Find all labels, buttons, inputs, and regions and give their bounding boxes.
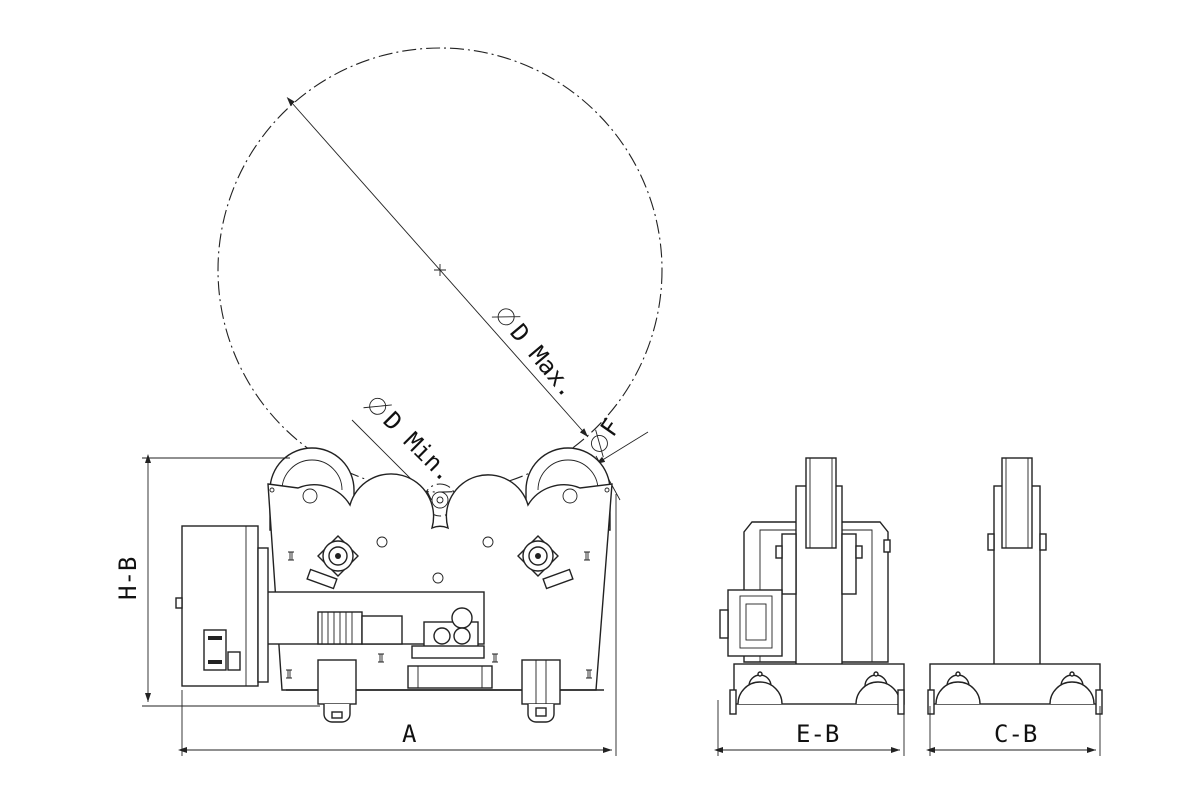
c-b-text: C-B bbox=[994, 720, 1037, 748]
d-max-text: D Max. bbox=[504, 319, 581, 403]
gearbox-side bbox=[727, 589, 783, 657]
f-label: F bbox=[590, 414, 626, 458]
reducer bbox=[361, 615, 403, 645]
a-text: A bbox=[402, 720, 417, 748]
side-view-drive bbox=[719, 457, 905, 715]
left-caster bbox=[317, 659, 357, 723]
diameter-symbol-icon bbox=[363, 397, 392, 415]
front-view bbox=[175, 447, 613, 723]
c-b-dimension: C-B bbox=[926, 706, 1101, 756]
f-text: F bbox=[595, 414, 626, 442]
diameter-symbol-icon bbox=[590, 429, 608, 458]
h-b-text: H-B bbox=[114, 557, 142, 600]
d-max-label: D Max. bbox=[491, 308, 582, 403]
e-b-dimension: E-B bbox=[714, 700, 905, 756]
left-bearing-block bbox=[306, 535, 359, 590]
e-b-text: E-B bbox=[796, 720, 839, 748]
a-dimension: A bbox=[178, 494, 617, 756]
control-cabinet bbox=[181, 525, 259, 687]
side-view-idler bbox=[927, 457, 1103, 715]
cabinet-connector bbox=[203, 629, 241, 671]
right-caster bbox=[521, 659, 561, 723]
base-block bbox=[407, 665, 493, 689]
h-b-dimension: H-B bbox=[114, 454, 320, 707]
diameter-symbol-icon bbox=[491, 308, 521, 326]
bolt-markers bbox=[286, 551, 592, 679]
d-min-label: D Min. bbox=[363, 397, 459, 487]
right-bearing-block bbox=[517, 535, 574, 590]
